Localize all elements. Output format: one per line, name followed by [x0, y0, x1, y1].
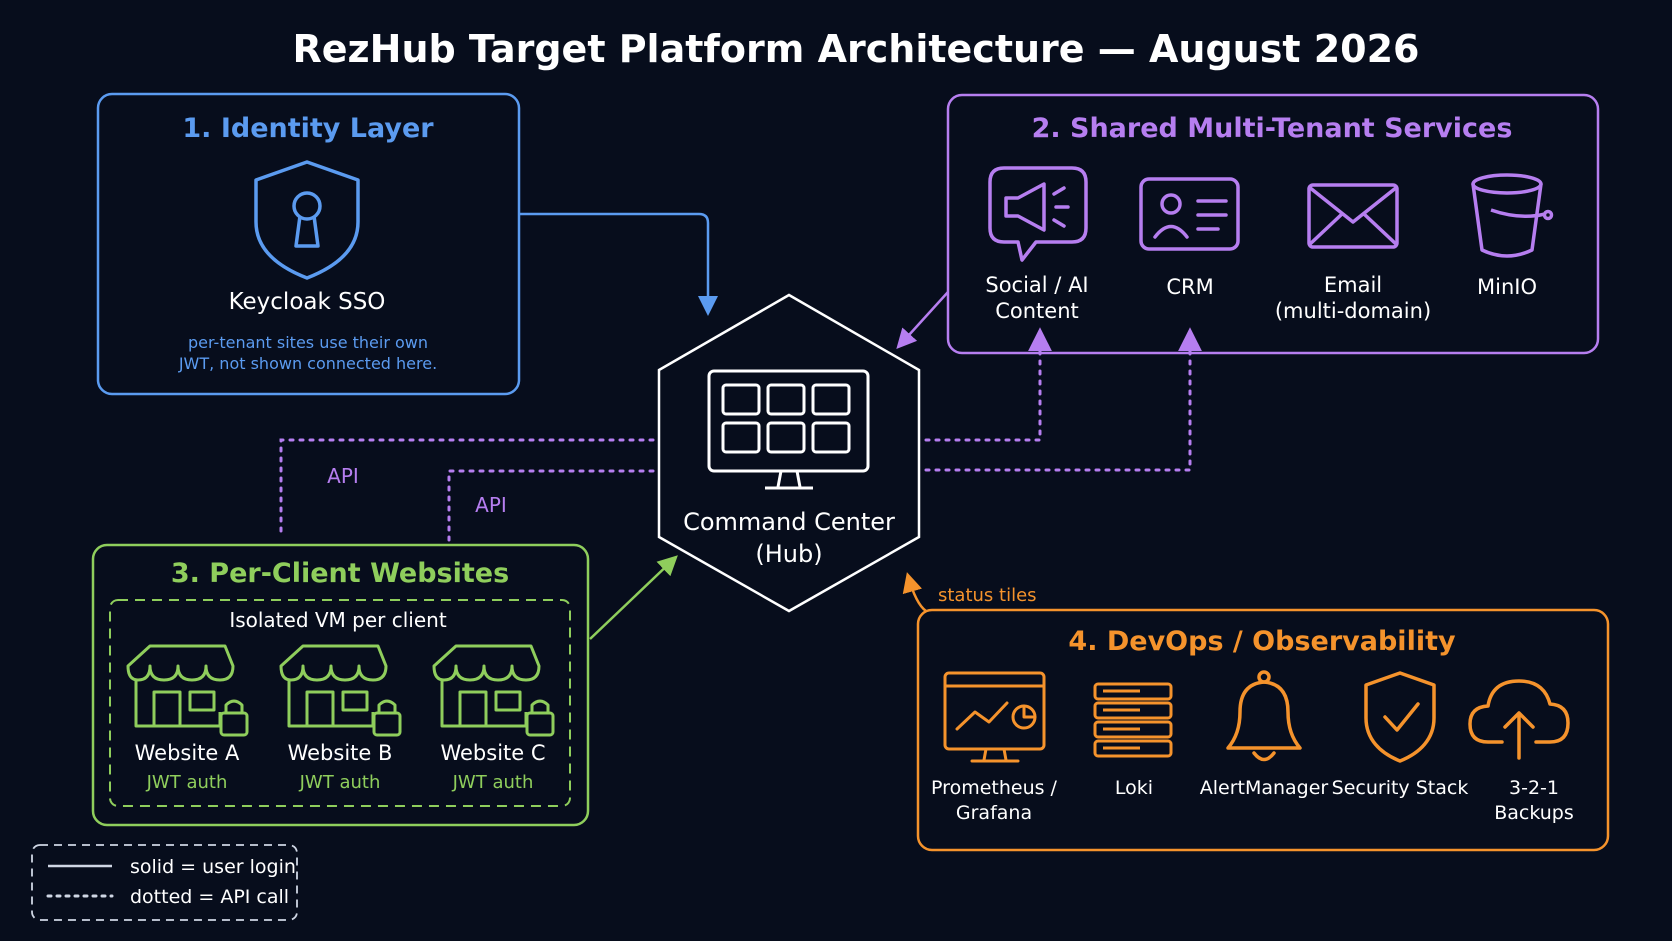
api-label: API: [327, 464, 359, 488]
website-auth: JWT auth: [299, 772, 381, 793]
shared-to-hub-arrow: [896, 291, 949, 349]
websites-panel: 3. Per-Client Websites Isolated VM per c…: [91, 543, 590, 827]
shared-services-title: 2. Shared Multi-Tenant Services: [1032, 113, 1513, 144]
cloud-upload-icon: [1468, 679, 1570, 760]
identity-layer-panel: 1. Identity Layer Keycloak SSO per-tenan…: [96, 92, 521, 396]
legend-solid-label: solid = user login: [130, 856, 296, 878]
hub-to-websites-api-call: [279, 438, 655, 537]
devops-label-line1: 3-2-1: [1509, 777, 1559, 799]
service-label-line1: MinIO: [1477, 275, 1537, 299]
service-label-line2: Content: [995, 299, 1079, 323]
identity-layer-title: 1. Identity Layer: [182, 113, 434, 144]
command-center-hub: Command Center (Hub): [657, 293, 921, 613]
identity-note-line2: JWT, not shown connected here.: [178, 354, 437, 373]
website-name: Website C: [440, 741, 545, 765]
bucket-icon: [1471, 173, 1554, 258]
storefront-lock-icon: [279, 644, 402, 737]
devops-label-line2: Backups: [1494, 802, 1574, 824]
websites-title: 3. Per-Client Websites: [171, 558, 509, 589]
service-label-line1: Email: [1324, 273, 1382, 297]
api-label: API: [475, 493, 507, 517]
page-title: RezHub Target Platform Architecture — Au…: [293, 27, 1420, 71]
shield-keyhole-icon: [254, 160, 360, 280]
devops-label-line2: Grafana: [956, 802, 1032, 824]
status-tiles-label: status tiles: [938, 585, 1037, 606]
envelope-icon: [1307, 183, 1399, 249]
legend-dotted-label: dotted = API call: [130, 886, 289, 908]
devops-label-line1: Loki: [1115, 777, 1153, 799]
hub-label-line1: Command Center: [683, 508, 895, 536]
service-label-line1: Social / AI: [985, 273, 1088, 297]
hub-to-crm-api-call: [924, 327, 1202, 472]
isolated-vm-label: Isolated VM per client: [229, 608, 447, 632]
devops-panel: 4. DevOps / Observability: [916, 608, 1610, 852]
website-name: Website B: [288, 741, 393, 765]
devops-label-line1: AlertManager: [1200, 777, 1329, 799]
storefront-lock-icon: [432, 644, 555, 737]
monitor-dashboard-icon: [707, 369, 870, 490]
hub-to-social-api-call: [924, 327, 1052, 442]
websites-to-hub-arrow: [589, 555, 678, 640]
devops-to-hub-arrow: [902, 572, 927, 613]
service-label-line2: (multi-domain): [1275, 299, 1431, 323]
monitor-chart-icon: [943, 671, 1046, 763]
hub-label-line2: (Hub): [755, 540, 822, 568]
identity-note-line1: per-tenant sites use their own: [188, 333, 428, 352]
server-stack-icon: [1093, 682, 1173, 758]
megaphone-icon: [988, 166, 1088, 262]
website-auth: JWT auth: [452, 772, 534, 793]
isolated-vm-boundary: [109, 599, 571, 807]
devops-label-line1: Prometheus /: [931, 777, 1058, 799]
legend: solid = user login dotted = API call: [31, 844, 298, 921]
shared-services-panel: 2. Shared Multi-Tenant Services Soci: [946, 93, 1600, 355]
shield-check-icon: [1364, 671, 1436, 763]
service-label-line1: CRM: [1166, 275, 1213, 299]
bell-icon: [1226, 670, 1302, 762]
website-name: Website A: [135, 741, 240, 765]
devops-title: 4. DevOps / Observability: [1068, 626, 1456, 657]
identity-to-hub-arrow: [519, 212, 718, 316]
hub-to-websites-api-call: [447, 469, 655, 544]
storefront-lock-icon: [126, 644, 249, 737]
keycloak-sso-label: Keycloak SSO: [229, 289, 386, 315]
devops-label-line1: Security Stack: [1332, 777, 1469, 799]
contact-card-icon: [1139, 177, 1240, 251]
website-auth: JWT auth: [146, 772, 228, 793]
